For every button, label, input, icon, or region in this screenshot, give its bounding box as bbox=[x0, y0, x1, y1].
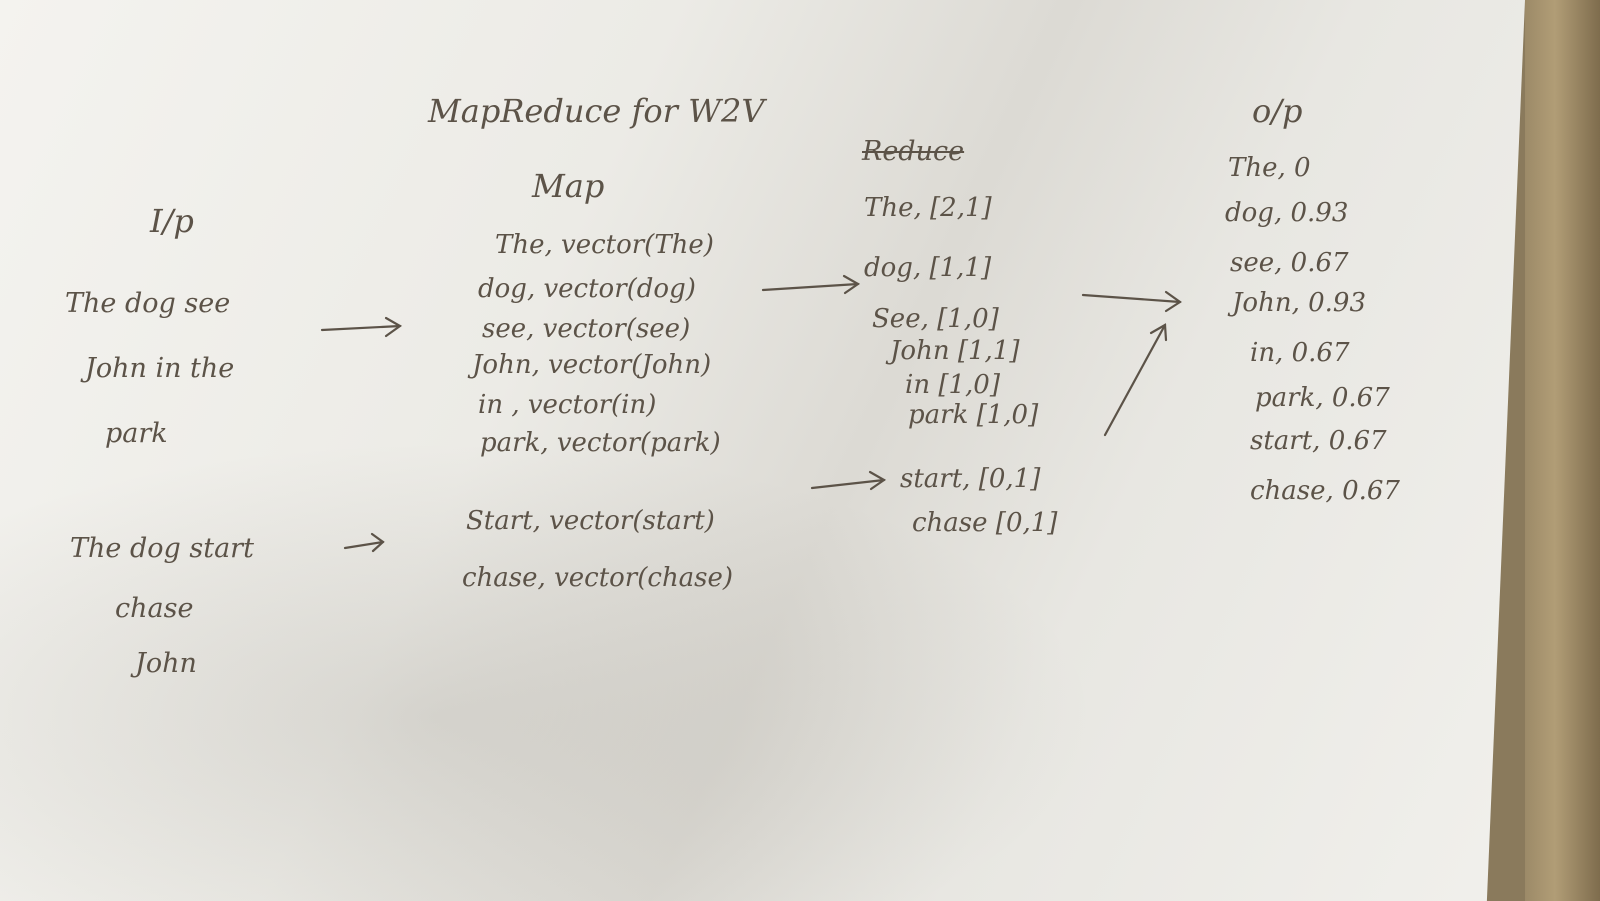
arrow-reduce-diagonal-to-output bbox=[1103, 323, 1168, 437]
map-row: chase, vector(chase) bbox=[462, 563, 734, 593]
reduce-row: in [1,0] bbox=[905, 370, 1000, 400]
reduce-row: The, [2,1] bbox=[864, 193, 992, 223]
output-row: dog, 0.93 bbox=[1225, 198, 1349, 228]
arrow-input1-to-map bbox=[320, 316, 403, 338]
map-row: Start, vector(start) bbox=[466, 506, 715, 536]
reduce-row: dog, [1,1] bbox=[864, 253, 992, 283]
map-row: see, vector(see) bbox=[482, 314, 691, 344]
diagram-title: MapReduce for W2V bbox=[428, 92, 765, 130]
arrow-input2-to-map bbox=[343, 532, 385, 553]
output-heading: o/p bbox=[1252, 92, 1303, 130]
arrow-map-to-reduce-start bbox=[810, 470, 887, 491]
reduce-row: See, [1,0] bbox=[872, 304, 999, 334]
reduce-row: chase [0,1] bbox=[912, 508, 1058, 538]
shadow bbox=[0, 440, 1100, 901]
desk-edge bbox=[1525, 0, 1600, 901]
reduce-row: start, [0,1] bbox=[900, 464, 1041, 494]
map-row: dog, vector(dog) bbox=[478, 274, 696, 304]
output-row: in, 0.67 bbox=[1250, 338, 1350, 368]
output-row: start, 0.67 bbox=[1250, 426, 1387, 456]
arrow-map-to-reduce-dog bbox=[761, 274, 861, 295]
arrow-reduce-to-output bbox=[1081, 290, 1182, 313]
output-row: chase, 0.67 bbox=[1250, 476, 1400, 506]
input-doc2-line3: John bbox=[135, 648, 197, 679]
reduce-row: park [1,0] bbox=[908, 400, 1039, 430]
output-row: The, 0 bbox=[1228, 153, 1311, 183]
map-heading: Map bbox=[532, 167, 605, 205]
output-row: John, 0.93 bbox=[1232, 288, 1366, 318]
map-row: in , vector(in) bbox=[478, 390, 657, 420]
map-row: John, vector(John) bbox=[472, 350, 712, 380]
map-row: The, vector(The) bbox=[495, 230, 714, 260]
input-doc1-line3: park bbox=[105, 418, 168, 449]
output-row: park, 0.67 bbox=[1255, 383, 1390, 413]
input-heading: I/p bbox=[150, 202, 194, 240]
input-doc1-line1: The dog see bbox=[65, 288, 231, 319]
reduce-row: John [1,1] bbox=[890, 336, 1020, 366]
reduce-heading: Reduce bbox=[862, 136, 965, 167]
output-row: see, 0.67 bbox=[1230, 248, 1349, 278]
input-doc2-line1: The dog start bbox=[70, 533, 254, 564]
input-doc2-line2: chase bbox=[115, 593, 194, 624]
paper-sheet bbox=[0, 0, 1525, 901]
map-row: park, vector(park) bbox=[480, 428, 721, 458]
input-doc1-line2: John in the bbox=[85, 353, 235, 384]
